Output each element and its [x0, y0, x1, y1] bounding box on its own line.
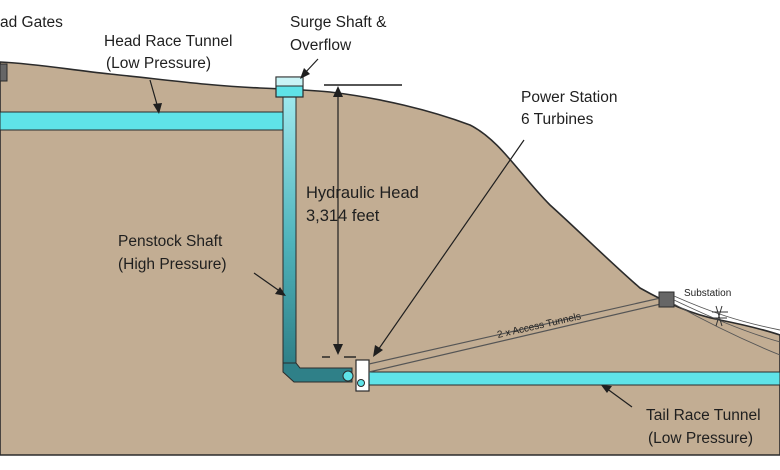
penstock-arrowhead	[275, 287, 286, 296]
turbine-icon	[342, 370, 354, 382]
head-race-label-line1: Head Race Tunnel	[104, 33, 232, 50]
head-race-label-line2: (Low Pressure)	[106, 55, 211, 72]
penstock-label-line2: (High Pressure)	[118, 256, 227, 273]
substation-label: Substation	[684, 288, 731, 299]
tail-race-label-line2: (Low Pressure)	[648, 430, 753, 447]
head-gates-structure	[0, 63, 8, 82]
pylon-icon	[712, 305, 728, 327]
surge-shaft-top	[275, 76, 304, 87]
power-arrowhead	[373, 345, 383, 357]
penstock-leader	[253, 272, 282, 293]
penstock-shaft	[282, 94, 297, 364]
ground-terrain	[0, 61, 780, 456]
power-station-label-line2: 6 Turbines	[521, 111, 594, 128]
head-arrow-down	[333, 344, 343, 355]
surge-label-line2: Overflow	[290, 37, 352, 54]
access-tunnel-1	[368, 296, 666, 365]
power-station-label-line1: Power Station	[521, 89, 618, 106]
penstock-label-line1: Penstock Shaft	[118, 233, 223, 250]
head-gates-label: ad Gates	[0, 14, 63, 31]
tail-race-leader	[605, 387, 633, 408]
hydraulic-head-label-line2: 3,314 feet	[306, 207, 380, 225]
tail-race-label-line1: Tail Race Tunnel	[646, 407, 761, 424]
surge-label-line1: Surge Shaft &	[290, 14, 387, 31]
turbine-icon-2	[357, 379, 365, 387]
tail-race-tunnel	[367, 371, 780, 386]
head-race-leader	[149, 79, 159, 109]
power-leader	[377, 139, 525, 351]
tail-race-arrowhead	[601, 385, 612, 393]
substation-structure	[658, 291, 675, 308]
transmission-lines	[673, 295, 780, 356]
head-race-tunnel	[0, 111, 288, 131]
head-arrow-up	[333, 86, 343, 97]
head-race-arrowhead	[153, 103, 162, 114]
access-tunnel-2	[368, 302, 666, 373]
hydraulic-head-label-line1: Hydraulic Head	[306, 184, 419, 202]
surge-arrowhead	[300, 68, 310, 79]
